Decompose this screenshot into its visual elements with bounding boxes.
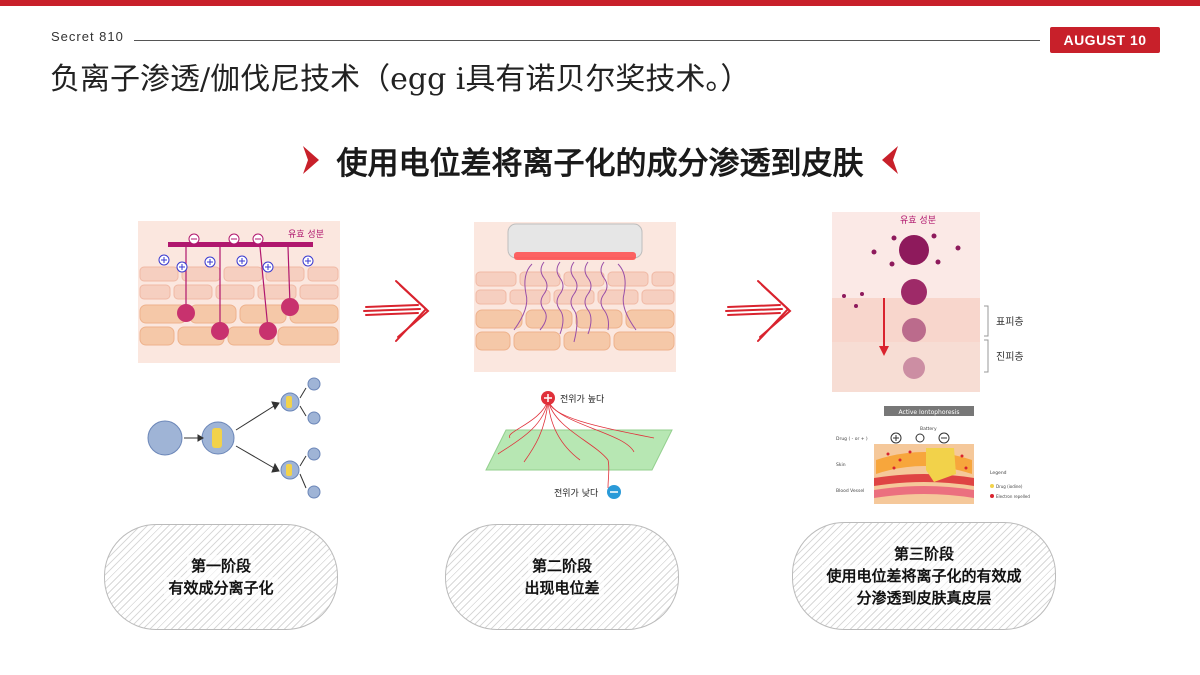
- plus-icon: [158, 254, 314, 273]
- subtitle: 使用电位差将离子化的成分渗透到皮肤: [336, 145, 864, 182]
- stage-1-title: 第一阶段: [186, 555, 255, 577]
- epidermis-label: 표피층: [996, 316, 1024, 328]
- date-badge: AUGUST 10: [1050, 27, 1160, 53]
- molecule-ionization-illustration: [147, 377, 321, 499]
- top-accent-bar: [0, 0, 1200, 6]
- active-ingredient-label: 유효 성분: [288, 229, 324, 240]
- dermis-label: 진피층: [996, 351, 1024, 363]
- skin-layers-illustration: 유효 성분 표피층 진피층: [832, 212, 1024, 392]
- iontophoresis-title: Active Iontophoresis: [899, 409, 960, 416]
- legend-item-electron: Electron repelled: [996, 494, 1030, 499]
- active-ingredient-label: 유효 성분: [900, 215, 936, 226]
- blood-vessel-label: Blood Vessel: [836, 488, 864, 494]
- brand-label: Secret 810: [51, 29, 124, 44]
- arrow-right-icon: [725, 280, 792, 342]
- legend-item-drug: Drug (iodine): [996, 484, 1023, 489]
- low-potential-label: 전위가 낮다: [554, 488, 599, 499]
- stage-1-pill: 第一阶段 有效成分离子化: [104, 524, 338, 630]
- battery-label: Battery: [920, 426, 937, 432]
- stage-2-text: 出现电位差: [520, 577, 604, 599]
- high-potential-label: 전위가 높다: [560, 394, 605, 405]
- ionization-skin-illustration: 유효 성분: [138, 221, 340, 363]
- stage-3-text-1: 使用电位差将离子化的有效成: [822, 565, 1026, 587]
- arrow-right-icon: [363, 280, 430, 342]
- electric-field-illustration: 전위가 높다 전위가 낮다: [485, 391, 673, 499]
- page-title: 负离子渗透/伽伐尼技术（egg i具有诺贝尔奖技术。）: [50, 62, 751, 97]
- stage-2-title: 第二阶段: [527, 555, 596, 577]
- drug-label: Drug ( - or + ): [836, 436, 868, 442]
- stage-2-pill: 第二阶段 出现电位差: [445, 524, 679, 630]
- active-iontophoresis-diagram: Active Iontophoresis Battery Drug ( - or…: [834, 404, 1034, 504]
- stage-3-text-2: 分渗透到皮肤真皮层: [852, 587, 996, 609]
- chevron-left-icon: [881, 146, 898, 174]
- chevron-right-icon: [302, 146, 319, 174]
- stage-3-pill: 第三阶段 使用电位差将离子化的有效成 分渗透到皮肤真皮层: [792, 522, 1056, 630]
- stage-3-title: 第三阶段: [889, 543, 958, 565]
- skin-side-label: Skin: [836, 462, 846, 468]
- legend-title: Legend: [990, 470, 1007, 476]
- stage-1-text: 有效成分离子化: [164, 577, 278, 599]
- minus-icon: [188, 233, 264, 245]
- subtitle-row: 使用电位差将离子化的成分渗透到皮肤: [0, 138, 1200, 182]
- device-skin-illustration: [474, 222, 676, 372]
- header-rule: [134, 40, 1040, 41]
